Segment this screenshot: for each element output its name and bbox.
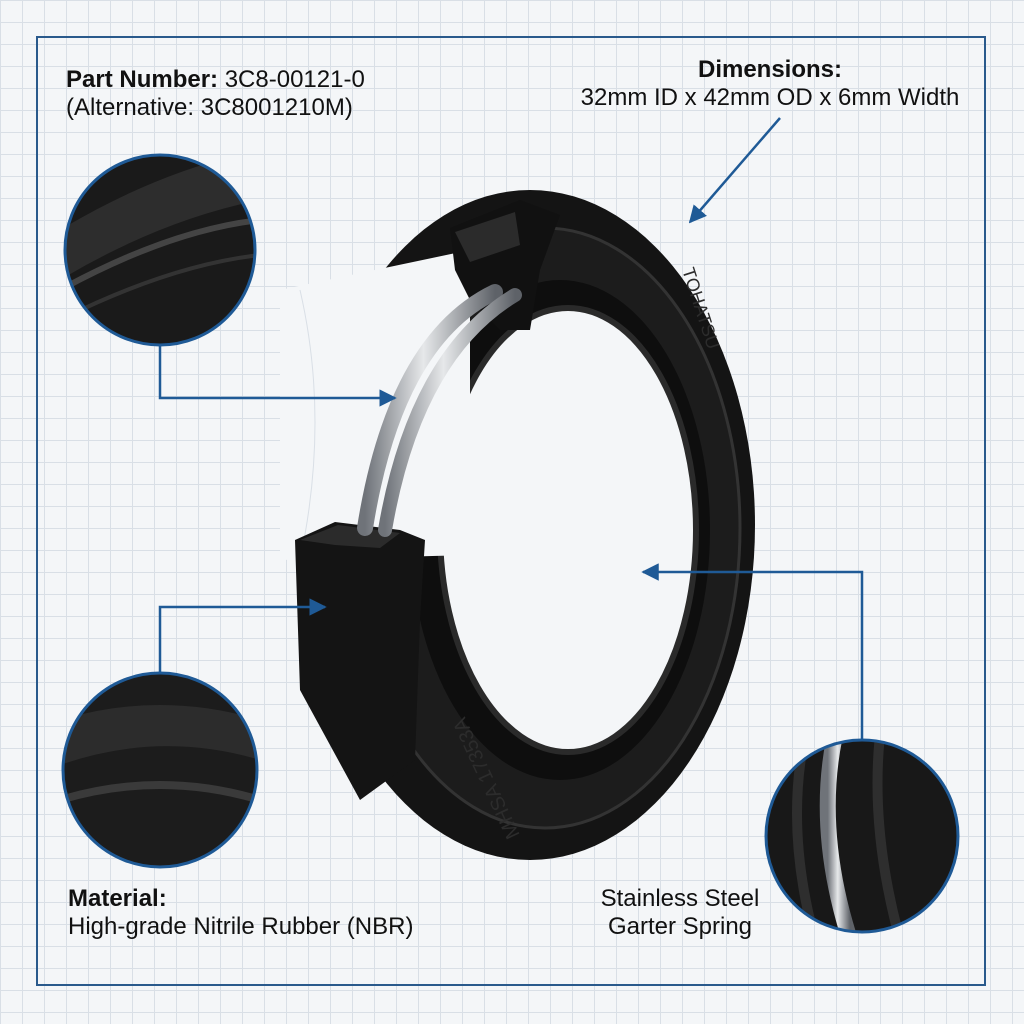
callout-material: [158, 598, 327, 673]
callout-dimensions: [688, 117, 781, 224]
spring-line-1: Stainless Steel: [600, 885, 760, 912]
detail-circle-edge: [61, 671, 259, 869]
callout-lines: [158, 117, 864, 740]
callout-spring-detail: [641, 563, 864, 740]
dimensions-value: 32mm ID x 42mm OD x 6mm Width: [580, 84, 960, 111]
dimensions-title: Dimensions:: [697, 56, 843, 83]
seal-cross-section-bottom: [295, 522, 425, 800]
spring-line-2: Garter Spring: [607, 913, 753, 940]
detail-circle-spring: [764, 738, 960, 934]
detail-circle-lip: [63, 153, 257, 347]
garter-spring: [357, 284, 522, 537]
dimensions-label: Dimensions: 32mm ID x 42mm OD x 6mm Widt…: [560, 56, 980, 112]
part-number-label: Part Number: 3C8-00121-0 (Alternative: 3…: [66, 66, 365, 122]
callout-spring-top: [158, 345, 397, 407]
part-number-title: Part Number:: [66, 66, 219, 93]
part-number-value: 3C8-00121-0: [224, 66, 365, 93]
part-number-alternative: (Alternative: 3C8001210M): [66, 94, 353, 121]
material-label: Material: High-grade Nitrile Rubber (NBR…: [68, 885, 413, 941]
material-title: Material:: [68, 885, 167, 912]
material-value: High-grade Nitrile Rubber (NBR): [68, 913, 414, 940]
diagram-frame: [36, 36, 986, 986]
spring-label: Stainless Steel Garter Spring: [570, 885, 790, 941]
